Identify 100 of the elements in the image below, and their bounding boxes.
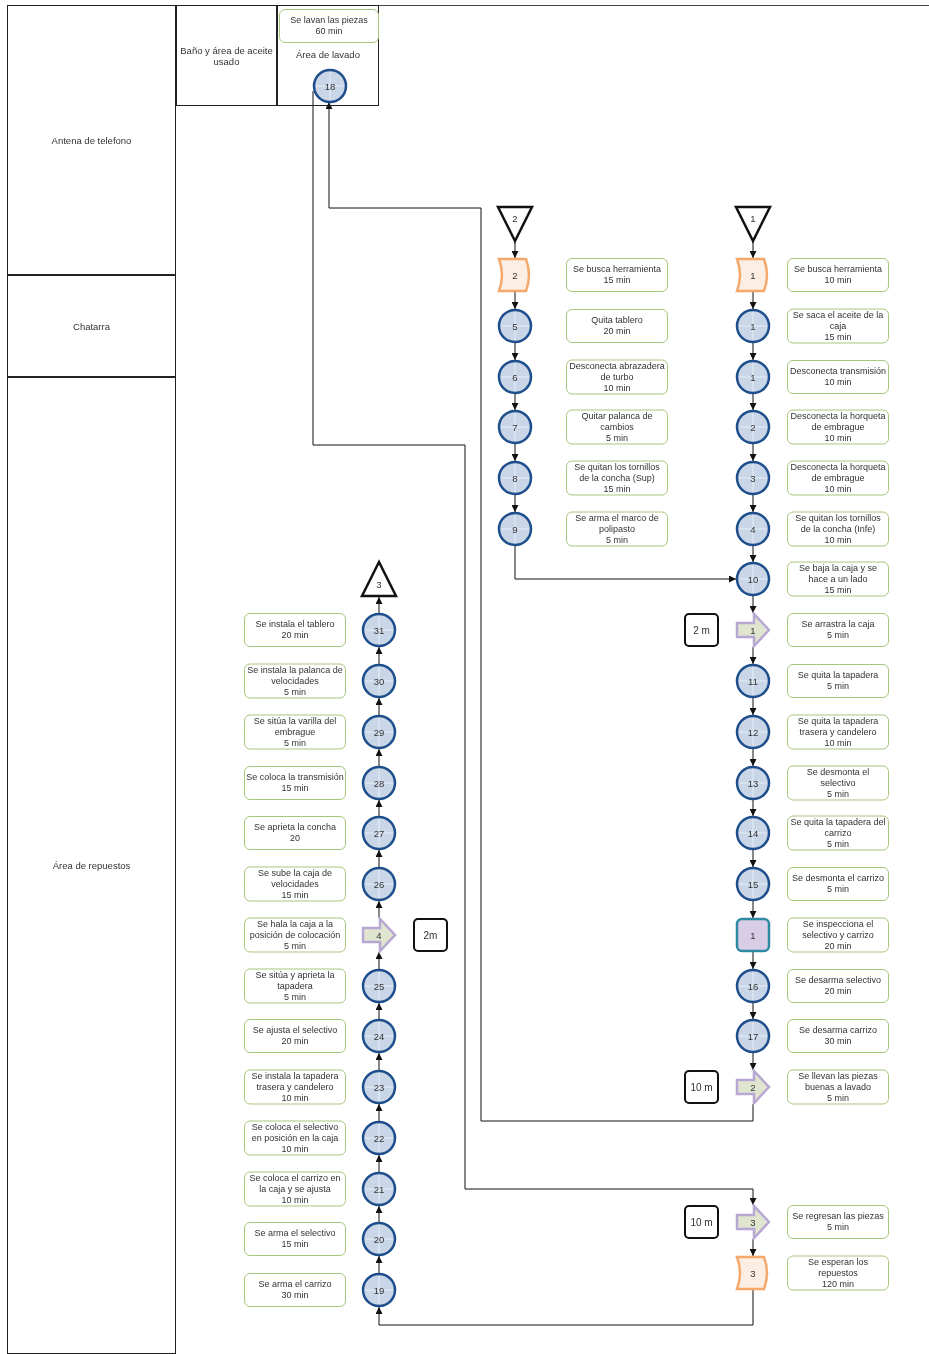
delay-symbol: 3	[736, 1256, 770, 1290]
operation-circle: 19	[362, 1273, 396, 1307]
step-card	[787, 815, 889, 851]
area-zone	[277, 5, 379, 106]
operation-circle: 2	[736, 410, 770, 444]
flow-arrow	[511, 291, 519, 310]
step-duration: 5 min	[605, 432, 629, 444]
operation-circle: 9	[498, 512, 532, 546]
flow-arrow	[375, 748, 383, 767]
flow-arrow	[749, 595, 757, 614]
flow-arrow	[375, 1103, 383, 1122]
step-card	[787, 561, 889, 597]
operation-circle: 18	[313, 69, 347, 103]
distance-box: 10 m	[684, 1205, 719, 1239]
operation-circle: 25	[362, 969, 396, 1003]
step-card	[787, 258, 889, 292]
step-duration: 5 min	[283, 686, 307, 698]
operation-circle: 20	[362, 1222, 396, 1256]
step-text: Se sube la caja de velocidades	[256, 867, 334, 890]
flow-arrow	[749, 646, 757, 665]
step-duration: 15 min	[823, 584, 853, 596]
step-text: Se quitan los tornillos de la concha (Infe)	[794, 512, 882, 535]
step-text: Se instala la tapadera trasera y candelero	[250, 1070, 340, 1093]
step-card	[787, 1069, 889, 1105]
flow-arrow	[375, 596, 383, 614]
step-card	[787, 1205, 889, 1239]
flow-arrow	[749, 291, 757, 310]
step-duration: 5 min	[826, 630, 850, 641]
area-zone: Antena de telefono	[7, 5, 176, 275]
step-duration: 10 min	[602, 382, 632, 394]
step-card	[787, 969, 889, 1003]
step-duration: 5 min	[283, 991, 307, 1003]
step-text: Se regresan las piezas	[791, 1211, 885, 1222]
step-card	[787, 360, 889, 394]
step-duration: 5 min	[826, 838, 850, 850]
step-duration: 15 min	[280, 1239, 310, 1250]
step-duration: 5 min	[826, 681, 850, 692]
step-card	[244, 613, 346, 647]
step-duration: 10 min	[823, 737, 853, 749]
operation-circle: 13	[736, 766, 770, 800]
operation-circle: 14	[736, 816, 770, 850]
step-duration: 20	[289, 833, 301, 844]
flow-arrow	[749, 1052, 757, 1071]
step-card	[787, 460, 889, 496]
operation-circle: 30	[362, 664, 396, 698]
flow-arrow	[749, 443, 757, 462]
operation-circle: 24	[362, 1019, 396, 1053]
step-duration: 60 min	[314, 26, 344, 37]
step-text: Se coloca el carrizo en la caja y se ajusta	[248, 1172, 342, 1195]
operation-circle: 1	[736, 360, 770, 394]
transport-symbol: 1	[736, 613, 770, 647]
step-duration: 10 min	[280, 1092, 310, 1104]
step-card	[787, 867, 889, 901]
operation-circle: 12	[736, 715, 770, 749]
operation-circle: 11	[736, 664, 770, 698]
step-text: Se desarma carrizo	[798, 1025, 878, 1036]
step-text: Se lavan las piezas	[289, 15, 369, 26]
step-text: Se saca el aceite de la caja	[791, 309, 885, 332]
step-card	[787, 308, 889, 344]
inspection-square: 1	[736, 918, 770, 952]
step-text: Se sitúa y aprieta la tapadera	[254, 969, 336, 992]
step-text: Se arma el marco de polipasto	[574, 512, 660, 535]
step-duration: 20 min	[280, 1036, 310, 1047]
operation-circle: 10	[736, 562, 770, 596]
operation-circle: 26	[362, 867, 396, 901]
operation-circle: 22	[362, 1121, 396, 1155]
step-text: Se instala el tablero	[254, 619, 336, 630]
operation-circle: 8	[498, 461, 532, 495]
step-text: Se arrastra la caja	[800, 619, 876, 630]
step-text: Se quita la tapadera	[796, 670, 880, 681]
flow-arrow	[749, 951, 757, 970]
area-label: Área de lavado	[295, 49, 361, 60]
step-card	[244, 968, 346, 1004]
step-text: Se busca herramienta	[792, 264, 884, 275]
step-duration: 10 min	[280, 1194, 310, 1206]
step-text: Se busca herramienta	[571, 264, 663, 275]
flow-arrow	[375, 646, 383, 665]
flow-arrow	[375, 900, 383, 919]
flow-arrow	[375, 1289, 754, 1326]
step-card	[244, 1222, 346, 1256]
step-card	[787, 664, 889, 698]
step-text: Quitar palanca de cambios	[580, 410, 654, 433]
step-text: Se desmonta el selectivo	[805, 766, 871, 789]
flow-arrow	[749, 799, 757, 817]
step-text: Quita tablero	[590, 315, 644, 326]
step-text: Se ajusta el selectivo	[251, 1025, 339, 1036]
step-text: Se sitúa la varilla del embrague	[252, 715, 338, 738]
flow-arrow	[511, 443, 519, 462]
step-card	[244, 1120, 346, 1156]
step-text: Desconecta abrazadera de turbo	[568, 360, 666, 383]
step-duration: 15 min	[823, 331, 853, 343]
step-text: Se instala la palanca de velocidades	[246, 664, 344, 687]
flow-arrow	[749, 342, 757, 361]
step-duration: 10 min	[823, 275, 853, 286]
step-card	[787, 765, 889, 801]
flow-arrow	[375, 1154, 383, 1173]
flow-arrow	[749, 393, 757, 411]
step-text: Se coloca la transmisión	[246, 772, 344, 783]
step-card	[244, 766, 346, 800]
step-text: Se baja la caja y se hace a un lado	[797, 562, 878, 585]
